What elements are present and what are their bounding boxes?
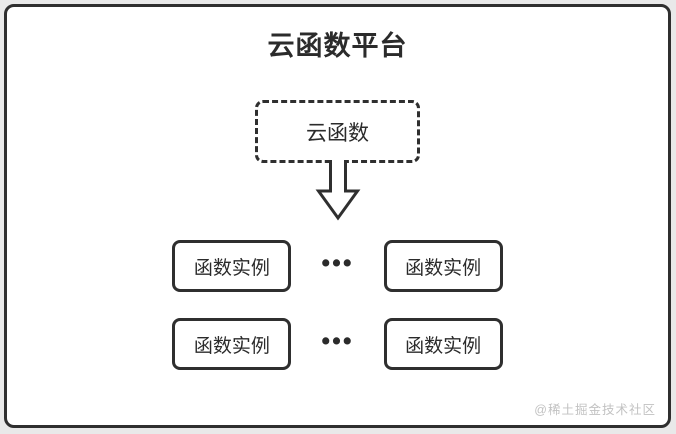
- platform-frame: 云函数平台 云函数 函数实例 ••• 函数实例 函数实例 ••• 函数实例 @稀…: [4, 4, 671, 428]
- ellipsis-dots: •••: [321, 248, 354, 277]
- function-instance-node: 函数实例: [383, 240, 503, 292]
- instance-row: 函数实例 ••• 函数实例: [172, 240, 503, 292]
- cloud-function-node: 云函数: [255, 100, 420, 163]
- instance-row: 函数实例 ••• 函数实例: [172, 318, 503, 370]
- ellipsis-dots: •••: [321, 326, 354, 355]
- function-instance-node: 函数实例: [172, 240, 292, 292]
- function-instance-node: 函数实例: [172, 318, 292, 370]
- down-arrow-icon: [315, 160, 360, 221]
- watermark: @稀土掘金技术社区: [534, 403, 656, 417]
- cloud-function-label: 云函数: [306, 121, 369, 145]
- instance-grid: 函数实例 ••• 函数实例 函数实例 ••• 函数实例: [172, 240, 503, 370]
- diagram-title: 云函数平台: [267, 31, 408, 61]
- function-instance-node: 函数实例: [383, 318, 503, 370]
